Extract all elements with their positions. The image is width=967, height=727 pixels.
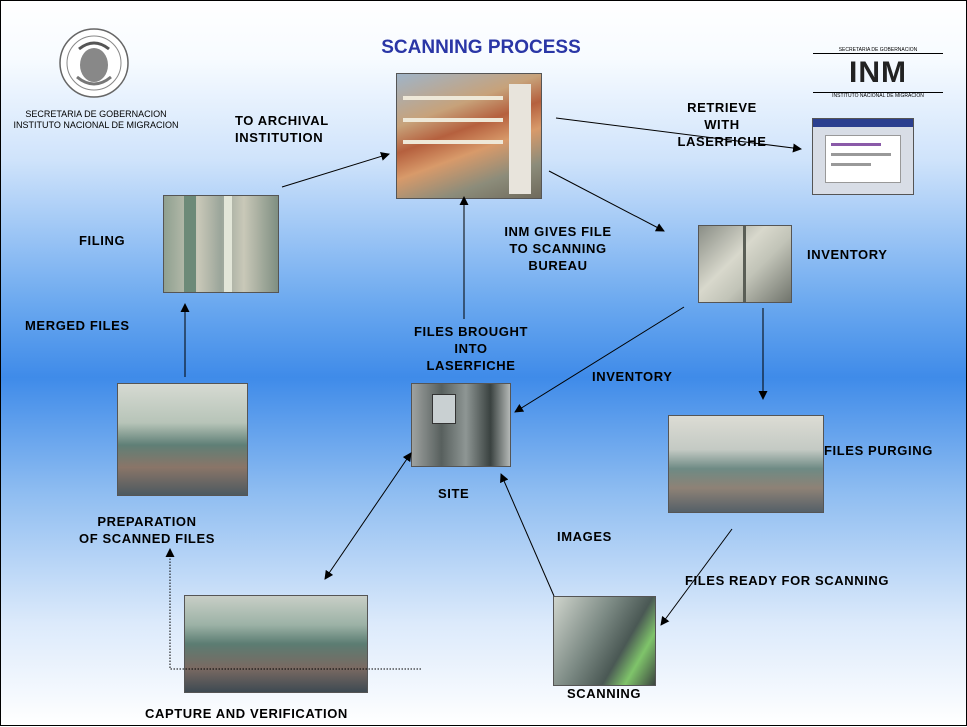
label-images: IMAGES xyxy=(557,529,612,544)
slide-title: SCANNING PROCESS xyxy=(381,37,581,58)
arrow-capture-site-bidirectional xyxy=(324,452,412,580)
arrow-filing-to-archive xyxy=(281,152,390,188)
inm-logo-bottom-text: INSTITUTO NACIONAL DE MIGRACION xyxy=(813,92,943,99)
preparation-room-photo xyxy=(117,383,248,496)
laserfiche-screen-photo xyxy=(812,118,914,195)
label-files-brought-into-laserfiche: FILES BROUGHT INTO LASERFICHE xyxy=(414,324,528,373)
label-scanning: SCANNING xyxy=(567,686,642,701)
label-inm-gives-file: INM GIVES FILE TO SCANNING BUREAU xyxy=(504,224,612,273)
arrow-archive-to-retrieve xyxy=(555,117,802,153)
label-files-ready-for-scanning: FILES READY FOR SCANNING xyxy=(685,573,890,588)
label-site: SITE xyxy=(438,486,470,501)
label-capture-and-verification: CAPTURE AND VERIFICATION xyxy=(145,706,348,721)
inventory-book-photo xyxy=(698,225,792,303)
capture-room-photo xyxy=(184,595,368,693)
dotted-line-capture-to-preparation xyxy=(165,548,421,670)
scanning-operator-photo xyxy=(553,596,656,686)
label-inventory-top: INVENTORY xyxy=(807,247,888,262)
arrow-archive-to-inventory xyxy=(548,170,665,232)
label-retrieve-with-laserfiche: RETRIEVE WITH LASERFICHE xyxy=(677,100,767,149)
filing-shelves-photo xyxy=(163,195,279,293)
inm-logo-top-text: SECRETARIA DE GOBERNACION xyxy=(813,47,943,54)
label-inventory-middle: INVENTORY xyxy=(592,369,673,384)
logo-left-line2: INSTITUTO NACIONAL DE MIGRACION xyxy=(13,120,179,130)
label-filing: FILING xyxy=(79,233,126,248)
inm-logo-mark: INM xyxy=(849,56,907,89)
arrow-inventory-to-site xyxy=(514,306,685,413)
arrow-purging-to-scanning xyxy=(660,528,733,626)
label-merged-files: MERGED FILES xyxy=(25,318,130,333)
archive-building-photo xyxy=(396,73,542,199)
label-files-purging: FILES PURGING xyxy=(824,443,933,458)
label-preparation-of-scanned-files: PREPARATION OF SCANNED FILES xyxy=(79,514,215,546)
label-to-archival-institution: TO ARCHIVAL INSTITUTION xyxy=(235,113,329,145)
purging-room-photo xyxy=(668,415,824,513)
logo-left-line1: SECRETARIA DE GOBERNACION xyxy=(25,109,167,119)
inm-logo: SECRETARIA DE GOBERNACION INM INSTITUTO … xyxy=(813,47,943,105)
site-server-photo xyxy=(411,383,511,467)
arrow-scanning-to-site xyxy=(500,473,555,597)
